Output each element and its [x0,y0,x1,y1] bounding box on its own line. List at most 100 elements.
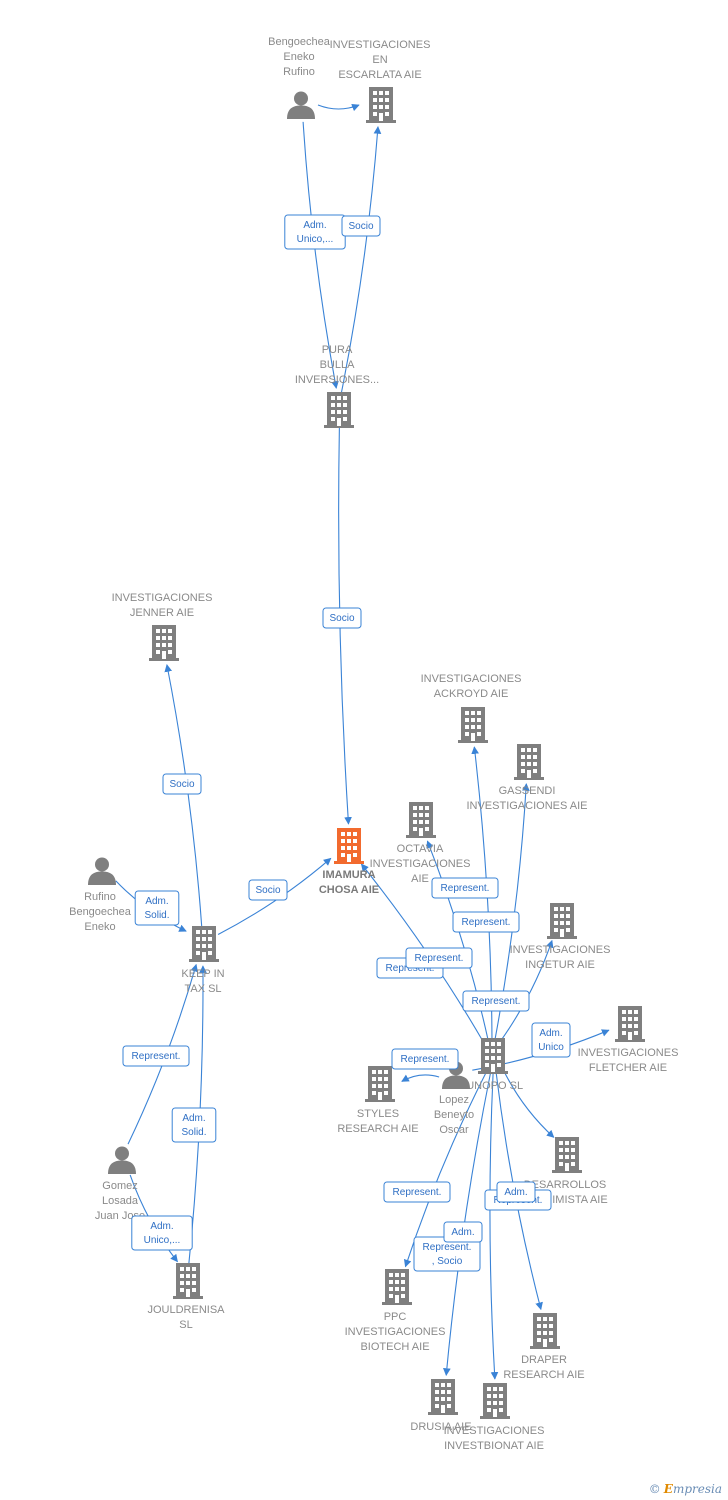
edge-label-text: Socio [348,221,373,232]
edge-label-box [531,1022,571,1058]
edge-label-text: Represent. [132,1051,181,1062]
node-label-line: KEEP IN [181,968,224,980]
edge-label-text: Adm. [182,1113,205,1124]
edge-label-jouldrenisa-to-keepin[interactable]: Adm.Solid. [171,1107,217,1143]
edge-label-pura-to-escarlata[interactable]: Socio [341,215,381,237]
node-label-line: ESCARLATA AIE [338,69,421,81]
edge-pura-to-escarlata [340,126,382,394]
edge-label-box [341,215,381,237]
copyright-icon: © [648,1482,661,1496]
node-label-line: INGETUR AIE [525,959,595,971]
node-label-line: INVESTIGACIONES [330,39,431,51]
node-drusia[interactable]: DRUSIA AIE [410,1379,472,1433]
node-label-line: Eneko [84,921,115,933]
company-building-icon [615,1006,645,1042]
company-building-icon [552,1137,582,1173]
company-building-icon [334,828,364,864]
edge-label-text: Adm. [451,1227,474,1238]
node-label-line: JENNER AIE [130,607,194,619]
node-pura[interactable]: PURABULLAINVERSIONES... [295,344,379,428]
company-building-icon [458,707,488,743]
edge-label-text: Adm. [539,1028,562,1039]
edge-label-pura-to-imamura[interactable]: Socio [322,607,362,629]
node-label-line: Rufino [283,66,315,78]
company-building-icon [530,1313,560,1349]
node-label-line: GASSENDI [499,785,556,797]
node-label-line: Rufino [84,891,116,903]
node-keepin[interactable]: KEEP IN TAX SL [181,926,225,995]
node-label-line: FLETCHER AIE [589,1062,667,1074]
edge-label-keepin-to-imamura[interactable]: Socio [248,879,288,901]
node-label-line: BULLA [320,359,356,371]
edge-label-box [248,879,288,901]
node-label-line: INVESTIGACIONES [578,1047,679,1059]
node-label-line: INVESTIGACIONES [370,858,471,870]
node-label-line: Eneko [283,51,314,63]
node-label-line: Lopez [439,1094,469,1106]
edge-eunopo-to-octavia [426,840,489,1040]
edge-label-gomez-to-keepin[interactable]: Represent. [122,1045,190,1067]
edge-bengoechea-to-pura [302,121,339,389]
company-building-icon [173,1263,203,1299]
edge-labels-layer: Adm.Unico,...SocioSocioSocioSocioAdm.Sol… [122,214,571,1272]
node-label-line: Gomez [102,1180,137,1192]
edge-label-text: Adm. [145,896,168,907]
node-fletcher[interactable]: INVESTIGACIONES FLETCHER AIE [578,1006,679,1074]
edge-label-eunopo-to-ingetur[interactable]: Represent. [462,990,530,1012]
node-label-line: INVESTBIONAT AIE [444,1440,544,1452]
edge-label-text: Solid. [144,910,169,921]
edge-label-box [322,607,362,629]
edge-label-box [122,1045,190,1067]
edge-label-text: Adm. [303,220,326,231]
edge-label-text: Adm. [150,1221,173,1232]
edge-label-bengoechea-to-pura[interactable]: Adm.Unico,... [284,214,346,250]
node-eunopo[interactable]: EUNOPO SL [459,1038,523,1092]
edge-label-box [134,890,180,926]
edge-label-text: Represent. [423,1242,472,1253]
edge-label-eunopo-to-gassendi[interactable]: Represent. [452,911,520,933]
edge-label-box [162,773,202,795]
edge-bengoechea-to-escarlata [317,103,360,112]
edge-label-eunopo-to-ackroyd[interactable]: Represent. [431,877,499,899]
edge-label-text: Represent. [441,883,490,894]
edge-label-eunopo-to-draper[interactable]: Adm. [496,1181,536,1203]
edge-label-gomez-to-jouldrenisa[interactable]: Adm.Unico,... [131,1215,193,1251]
company-building-icon [324,392,354,428]
company-building-icon [189,926,219,962]
edge-label-eunopo-to-octavia[interactable]: Represent. [405,947,473,969]
edge-label-lopez-to-styles[interactable]: Represent. [391,1048,459,1070]
edge-label-rufino-to-keepin[interactable]: Adm. Solid. [134,890,180,926]
node-label-line: INVERSIONES... [295,374,379,386]
edge-label-keepin-to-jenner[interactable]: Socio [162,773,202,795]
edge-lopez-to-styles [401,1074,440,1082]
node-label-line: DRAPER [521,1354,567,1366]
edge-label-box [405,947,473,969]
node-label-line: JOULDRENISA [147,1304,225,1316]
edge-label-lopez-to-fletcher[interactable]: Adm.Unico [531,1022,571,1058]
person-icon [287,91,315,119]
node-label-line: INVESTIGACIONES [345,1326,446,1338]
edge-label-text: Socio [329,613,354,624]
edge-label-eunopo-to-investbionat[interactable]: Adm. [443,1221,483,1243]
edge-label-eunopo-to-ppc[interactable]: Represent. [383,1181,451,1203]
edge-label-box [443,1221,483,1243]
node-label-line: BIOTECH AIE [360,1341,429,1353]
edge-label-text: Represent. [462,917,511,928]
node-label-line: TAX SL [184,983,221,995]
